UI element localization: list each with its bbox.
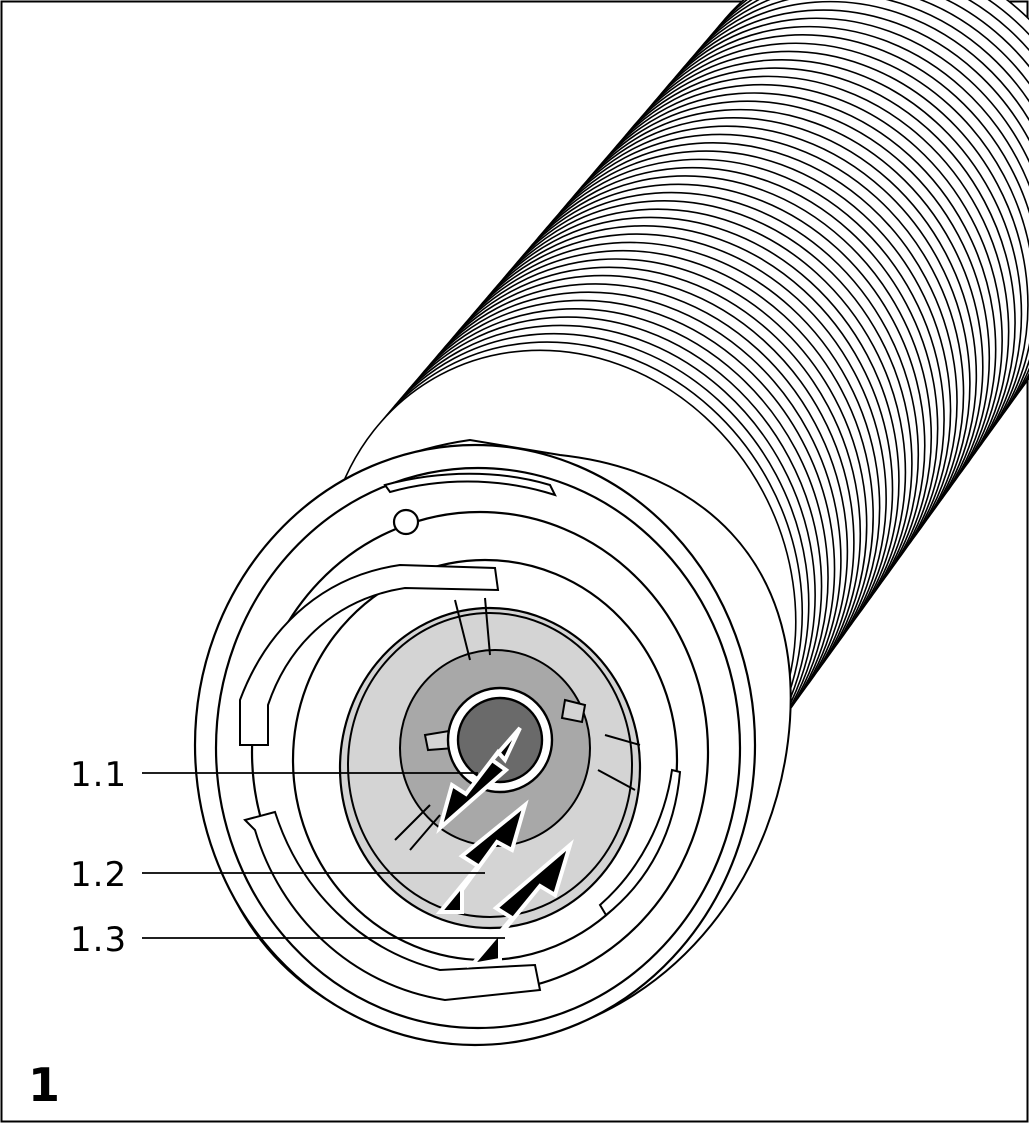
arrow-1-2-icon [435, 799, 529, 914]
leader-lines [142, 772, 505, 939]
bayonet-lugs [239, 472, 682, 1002]
center-port [446, 686, 554, 794]
callout-label-1-3: 1.3 [70, 920, 127, 960]
arrow-1-1-icon [436, 726, 522, 834]
airflow-arrows [435, 726, 574, 968]
callout-label-1-1: 1.1 [70, 755, 127, 795]
callout-label-1-2: 1.2 [70, 855, 127, 895]
figure-number: 1 [28, 1058, 60, 1112]
arrow-1-3-icon [466, 839, 574, 968]
pin-hole [392, 508, 420, 536]
